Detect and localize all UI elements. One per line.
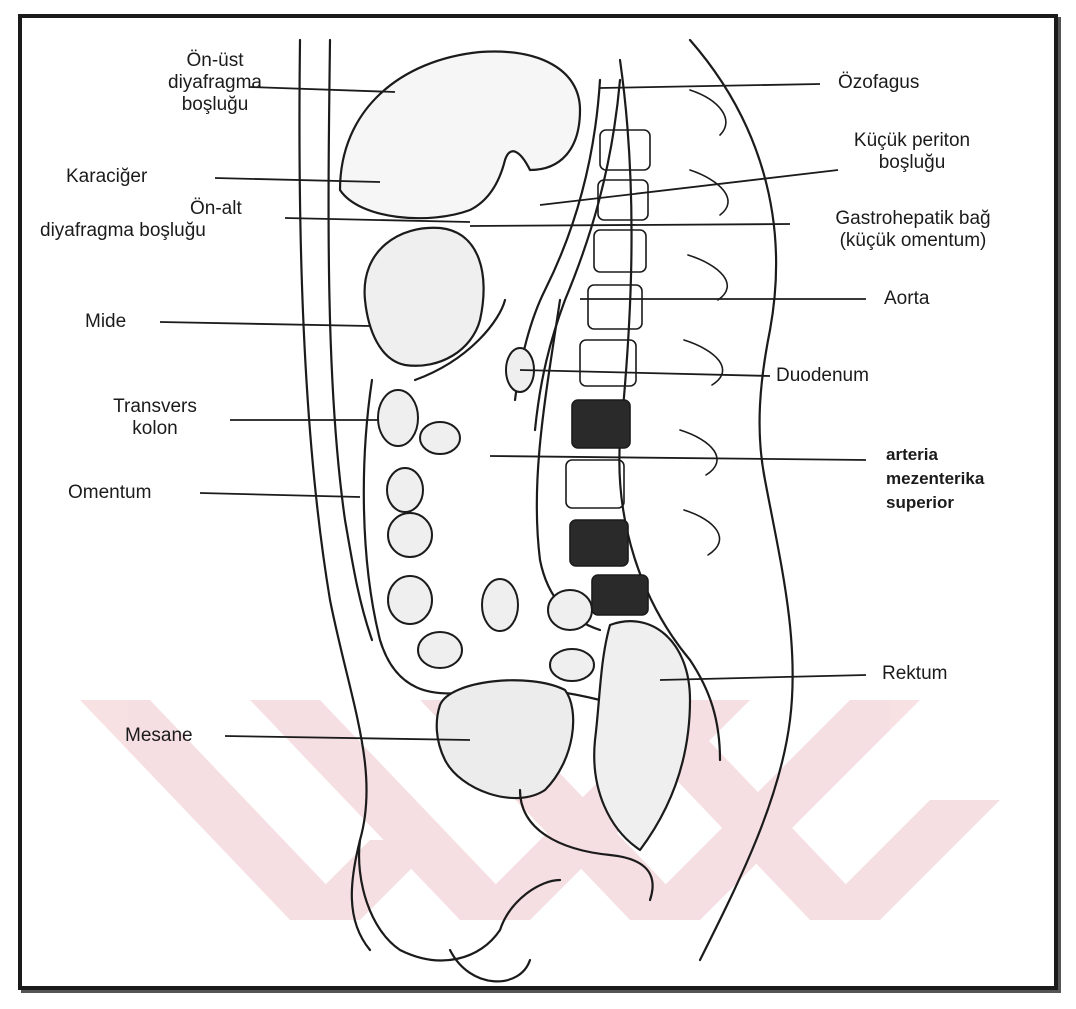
label-line: superior: [886, 491, 984, 515]
label-transvers-kolon: Transvers kolon: [80, 396, 230, 440]
label-line: boşluğu: [140, 94, 290, 116]
liver-outline: [340, 52, 580, 219]
intestine-loops: [378, 348, 594, 681]
label-gastrohepatik: Gastrohepatik bağ (küçük omentum): [788, 208, 1038, 252]
label-duodenum: Duodenum: [776, 365, 869, 387]
label-aorta: Aorta: [884, 288, 929, 310]
label-omentum: Omentum: [68, 482, 151, 504]
label-line: kolon: [80, 418, 230, 440]
label-karaciger: Karaciğer: [66, 166, 147, 188]
label-line: diyafragma: [140, 72, 290, 94]
label-line: Transvers: [80, 396, 230, 418]
rectum-outline: [594, 621, 690, 850]
stomach-outline: [365, 228, 484, 366]
label-line: arteria: [886, 443, 984, 467]
label-line: boşluğu: [832, 152, 992, 174]
label-line: Ön-alt: [30, 198, 290, 220]
label-line: Ön-üst: [140, 50, 290, 72]
label-line: mezenterika: [886, 467, 984, 491]
label-line: Küçük periton: [832, 130, 992, 152]
label-mide: Mide: [85, 311, 126, 333]
label-ozofagus: Özofagus: [838, 72, 919, 94]
label-line: Gastrohepatik bağ: [788, 208, 1038, 230]
label-on-alt-diyafragma: Ön-alt diyafragma boşluğu: [30, 198, 290, 242]
label-kucuk-periton: Küçük periton boşluğu: [832, 130, 992, 174]
label-rektum: Rektum: [882, 663, 947, 685]
label-line: (küçük omentum): [788, 230, 1038, 252]
label-on-ust-diyafragma: Ön-üst diyafragma boşluğu: [140, 50, 290, 116]
label-line: diyafragma boşluğu: [30, 220, 290, 242]
label-mesane: Mesane: [125, 725, 193, 747]
aorta-column: [537, 300, 600, 630]
label-arteria-mezenterika: arteria mezenterika superior: [886, 443, 984, 515]
